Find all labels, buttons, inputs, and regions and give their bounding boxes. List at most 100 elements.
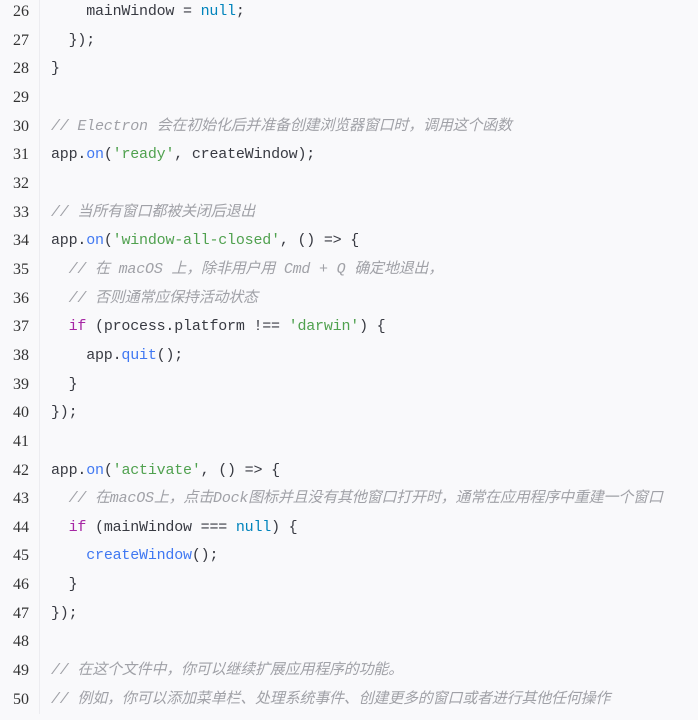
token-plain <box>51 318 69 335</box>
token-plain: }); <box>51 404 78 422</box>
token-plain: } <box>51 375 78 393</box>
code-text: // 例如，你可以添加菜单栏、处理系统事件、创建更多的窗口或者进行其他任何操作 <box>40 686 610 715</box>
token-literal: null <box>200 3 236 20</box>
line-number: 39 <box>0 370 40 400</box>
code-line: 50// 例如，你可以添加菜单栏、处理系统事件、创建更多的窗口或者进行其他任何操… <box>0 685 663 715</box>
code-text: // 在 macOS 上，除非用户用 Cmd + Q 确定地退出， <box>40 256 444 285</box>
token-plain: (); <box>191 547 219 565</box>
token-plain: }); <box>51 31 96 49</box>
line-number: 31 <box>0 141 40 170</box>
token-plain: ( <box>103 461 113 479</box>
token-plain: , () => { <box>200 461 280 479</box>
line-number: 49 <box>0 657 40 686</box>
token-string: 'ready' <box>112 146 175 164</box>
code-line: 45 createWindow(); <box>0 542 663 572</box>
code-text: // Electron 会在初始化后并准备创建浏览器窗口时，调用这个函数 <box>40 113 512 142</box>
code-line: 26 mainWindow = null; <box>0 0 663 27</box>
token-string: 'window-all-closed' <box>112 232 280 250</box>
token-plain: } <box>51 60 60 78</box>
line-number: 44 <box>0 513 40 543</box>
code-line: 37 if (process.platform !== 'darwin') { <box>0 313 663 342</box>
line-number: 43 <box>0 485 40 514</box>
token-string: 'activate' <box>112 461 201 479</box>
code-text: // 在这个文件中，你可以继续扩展应用程序的功能。 <box>40 657 403 686</box>
token-plain: app. <box>51 461 87 479</box>
line-number: 40 <box>0 399 40 428</box>
code-line: 38 app.quit(); <box>0 341 663 371</box>
token-comment: // 在 macOS 上，除非用户用 Cmd + Q 确定地退出， <box>51 260 444 278</box>
line-number: 46 <box>0 571 40 600</box>
line-number: 35 <box>0 255 40 285</box>
code-line: 35 // 在 macOS 上，除非用户用 Cmd + Q 确定地退出， <box>0 255 663 285</box>
line-number: 30 <box>0 112 40 142</box>
code-text: }); <box>40 600 78 629</box>
code-line: 49// 在这个文件中，你可以继续扩展应用程序的功能。 <box>0 657 663 686</box>
code-line: 41 <box>0 427 663 457</box>
line-number: 41 <box>0 427 40 457</box>
token-plain: ( <box>103 146 113 164</box>
token-plain <box>51 519 69 536</box>
code-line: 39 } <box>0 370 663 400</box>
token-plain: ( <box>103 232 113 250</box>
token-string: 'darwin' <box>288 318 360 336</box>
code-text <box>40 428 51 457</box>
code-text: app.on('window-all-closed', () => { <box>40 227 359 256</box>
code-line: 33// 当所有窗口都被关闭后退出 <box>0 198 663 228</box>
token-plain: app. <box>51 146 87 164</box>
token-plain: (); <box>156 346 184 364</box>
code-text: app.on('ready', createWindow); <box>40 141 315 170</box>
token-func: on <box>86 232 104 250</box>
line-number: 38 <box>0 341 40 371</box>
code-line: 47}); <box>0 599 663 629</box>
token-plain: ) { <box>271 518 298 536</box>
token-plain: mainWindow = <box>51 3 201 20</box>
line-number: 47 <box>0 599 40 629</box>
code-text: app.on('activate', () => { <box>40 457 280 486</box>
token-comment: // 在macOS上，点击Dock图标并且没有其他窗口打开时，通常在应用程序中重… <box>51 490 663 508</box>
token-plain <box>51 547 86 564</box>
code-text: } <box>40 55 60 84</box>
token-func: on <box>86 461 104 479</box>
token-plain: , createWindow); <box>174 146 316 164</box>
code-text <box>40 170 51 199</box>
code-text: // 在macOS上，点击Dock图标并且没有其他窗口打开时，通常在应用程序中重… <box>40 485 663 514</box>
line-number: 48 <box>0 628 40 658</box>
line-number: 45 <box>0 542 40 572</box>
code-line: 32 <box>0 169 663 199</box>
line-number: 29 <box>0 83 40 113</box>
token-plain: ; <box>235 3 245 20</box>
code-text <box>40 84 51 113</box>
code-text: mainWindow = null; <box>40 0 245 27</box>
code-text: }); <box>40 27 96 56</box>
code-text: if (process.platform !== 'darwin') { <box>40 313 386 342</box>
code-line: 46 } <box>0 571 663 600</box>
code-text <box>40 628 51 657</box>
code-line: 40}); <box>0 399 663 428</box>
line-number: 28 <box>0 55 40 84</box>
line-number: 32 <box>0 169 40 199</box>
code-text: } <box>40 571 78 600</box>
token-func: createWindow <box>86 547 192 565</box>
token-plain: (mainWindow === <box>86 518 236 536</box>
code-text: createWindow(); <box>40 542 218 571</box>
code-text: if (mainWindow === null) { <box>40 514 298 543</box>
token-literal: null <box>235 518 272 536</box>
code-text: // 当所有窗口都被关闭后退出 <box>40 199 255 228</box>
line-number: 34 <box>0 227 40 256</box>
code-line: 28} <box>0 55 663 84</box>
token-plain: } <box>51 576 78 594</box>
token-func: on <box>86 146 104 164</box>
code-text: app.quit(); <box>40 342 183 371</box>
code-line: 30// Electron 会在初始化后并准备创建浏览器窗口时，调用这个函数 <box>0 112 663 142</box>
code-text: // 否则通常应保持活动状态 <box>40 285 258 314</box>
token-plain: ) { <box>359 318 386 336</box>
token-comment: // 当所有窗口都被关闭后退出 <box>51 203 256 221</box>
token-func: quit <box>121 346 157 364</box>
code-line: 44 if (mainWindow === null) { <box>0 513 663 543</box>
token-comment: // 否则通常应保持活动状态 <box>51 289 258 307</box>
